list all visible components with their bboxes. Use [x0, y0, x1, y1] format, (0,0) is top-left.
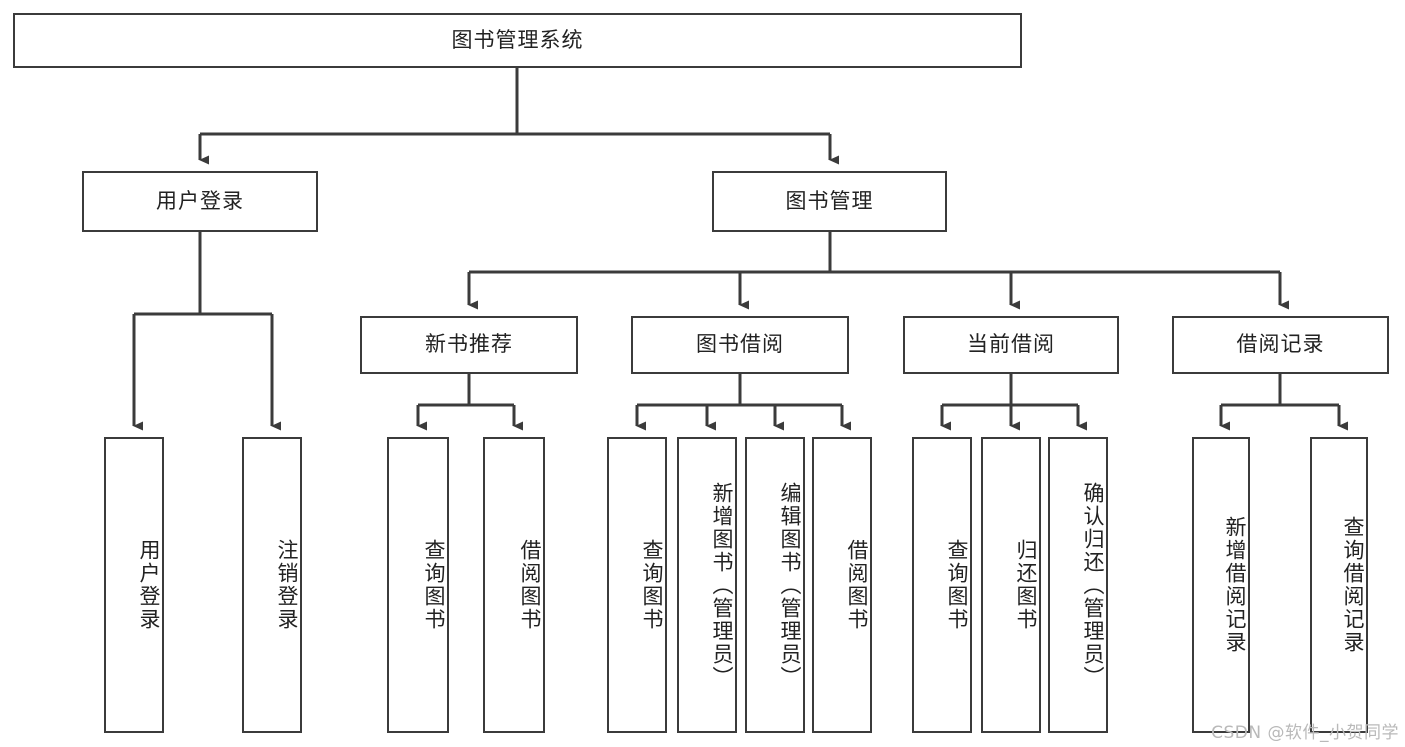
- node-user-login[interactable]: 用户登录: [82, 171, 318, 232]
- csdn-watermark: CSDN @软件_小贺同学: [1211, 723, 1399, 743]
- node-new-book-recommend-label: 新书推荐: [425, 332, 513, 357]
- node-leaf-user-logout-label: 注销登录: [275, 539, 299, 631]
- node-leaf-query-borrow-record[interactable]: 查询借阅记录: [1310, 437, 1368, 733]
- node-leaf-return-book-label: 归还图书: [1014, 539, 1038, 631]
- node-leaf-borrow-book-recommend[interactable]: 借阅图书: [483, 437, 545, 733]
- node-user-login-label: 用户登录: [156, 188, 244, 213]
- node-leaf-confirm-return-admin-label: 确认归还（管理员）: [1081, 481, 1105, 689]
- node-leaf-add-book-admin-label: 新增图书（管理员）: [710, 481, 734, 689]
- node-leaf-return-book[interactable]: 归还图书: [981, 437, 1041, 733]
- node-leaf-query-book-current[interactable]: 查询图书: [912, 437, 972, 733]
- node-book-manage[interactable]: 图书管理: [712, 171, 947, 232]
- node-leaf-add-book-admin[interactable]: 新增图书（管理员）: [677, 437, 737, 733]
- node-leaf-user-logout[interactable]: 注销登录: [242, 437, 302, 733]
- node-leaf-borrow-book[interactable]: 借阅图书: [812, 437, 872, 733]
- node-leaf-query-book-recommend-label: 查询图书: [422, 539, 446, 631]
- node-book-borrow[interactable]: 图书借阅: [631, 316, 849, 374]
- node-leaf-edit-book-admin[interactable]: 编辑图书（管理员）: [745, 437, 805, 733]
- node-leaf-edit-book-admin-label: 编辑图书（管理员）: [778, 481, 802, 689]
- node-current-borrow[interactable]: 当前借阅: [903, 316, 1119, 374]
- node-borrow-record[interactable]: 借阅记录: [1172, 316, 1389, 374]
- node-leaf-add-borrow-record[interactable]: 新增借阅记录: [1192, 437, 1250, 733]
- node-current-borrow-label: 当前借阅: [967, 332, 1055, 357]
- node-leaf-query-book-borrow[interactable]: 查询图书: [607, 437, 667, 733]
- node-book-borrow-label: 图书借阅: [696, 332, 784, 357]
- node-new-book-recommend[interactable]: 新书推荐: [360, 316, 578, 374]
- node-leaf-user-login[interactable]: 用户登录: [104, 437, 164, 733]
- node-leaf-add-borrow-record-label: 新增借阅记录: [1223, 516, 1247, 654]
- node-borrow-record-label: 借阅记录: [1236, 332, 1325, 357]
- node-leaf-borrow-book-label: 借阅图书: [845, 539, 869, 631]
- node-root-label: 图书管理系统: [451, 27, 584, 52]
- node-leaf-query-book-recommend[interactable]: 查询图书: [387, 437, 449, 733]
- node-leaf-query-borrow-record-label: 查询借阅记录: [1341, 516, 1365, 654]
- node-root-system[interactable]: 图书管理系统: [13, 13, 1022, 68]
- node-leaf-query-book-current-label: 查询图书: [945, 539, 969, 631]
- node-leaf-query-book-borrow-label: 查询图书: [640, 539, 664, 631]
- node-leaf-confirm-return-admin[interactable]: 确认归还（管理员）: [1048, 437, 1108, 733]
- node-leaf-user-login-label: 用户登录: [137, 539, 161, 631]
- node-book-manage-label: 图书管理: [785, 188, 874, 213]
- node-leaf-borrow-book-recommend-label: 借阅图书: [518, 539, 542, 631]
